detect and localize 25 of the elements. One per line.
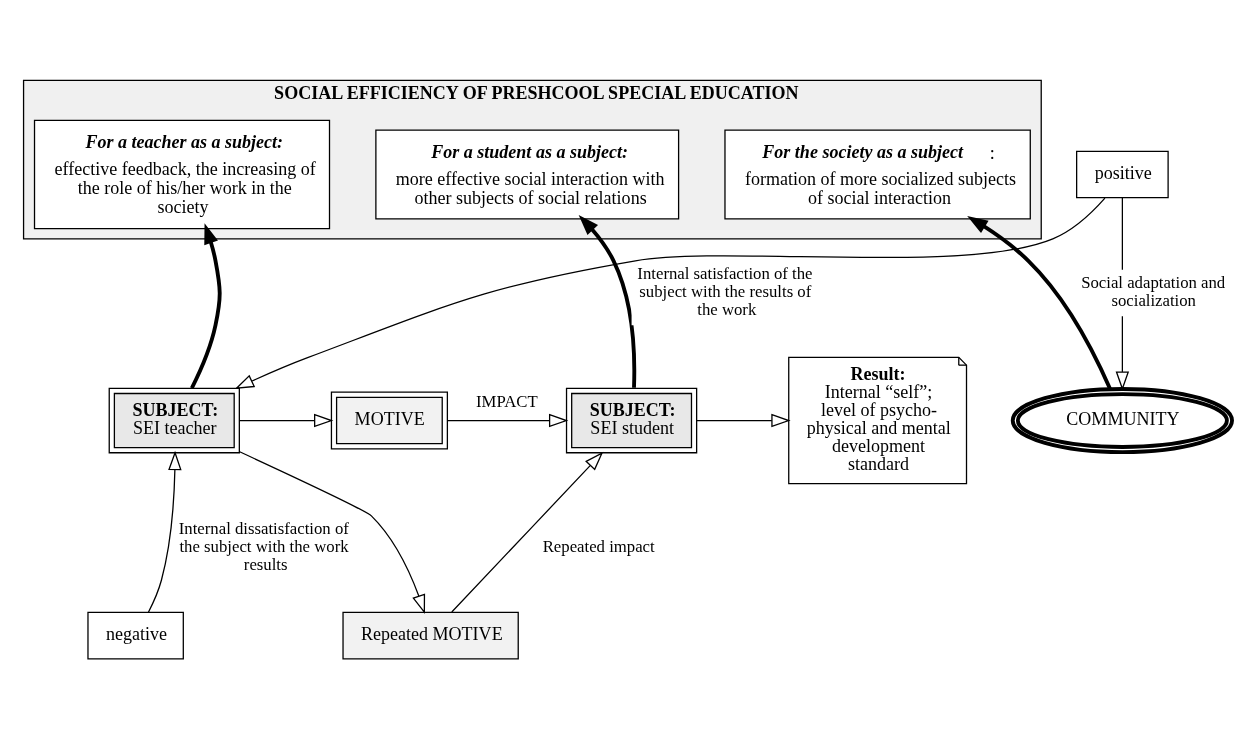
- arrow: [234, 197, 1106, 390]
- node-box: SUBJECT: SEI teacher: [108, 387, 240, 454]
- node-ellipse: COMMUNITY: [1010, 387, 1234, 455]
- edge-label: Internal dissatisfaction of the subject with the work results: [178, 519, 349, 575]
- node-box: MOTIVE: [330, 391, 449, 450]
- arrow: [696, 413, 791, 428]
- arrow: [190, 223, 222, 389]
- edge-label: IMPACT: [476, 391, 538, 411]
- arrow: [578, 214, 637, 388]
- arrow: [967, 216, 1112, 390]
- arrow: [238, 413, 334, 428]
- edge-label: Social adaptation and socialization: [1081, 273, 1226, 311]
- node-box: For the society as a subject: formation of more socialized subjects of social interaction: [724, 129, 1031, 220]
- node-box: negative: [87, 611, 184, 660]
- arrow: [451, 451, 604, 613]
- node-box: For a student as a subject: more effective social interaction with other subjects of social relations: [375, 129, 680, 220]
- node-box: Repeated MOTIVE: [342, 611, 519, 660]
- node-box: positive: [1076, 150, 1169, 199]
- arrow: [239, 451, 426, 614]
- edge-label: Repeated impact: [542, 537, 655, 557]
- edge-label: Internal satisfaction of the subject with the results of the work: [637, 264, 813, 320]
- node-box: SUBJECT: SEI student: [565, 387, 698, 454]
- arrow: [446, 413, 569, 428]
- node-box: For a teacher as a subject: effective feedback, the increasing of the role of his/her work in the society: [33, 119, 331, 230]
- arrow: [147, 450, 182, 614]
